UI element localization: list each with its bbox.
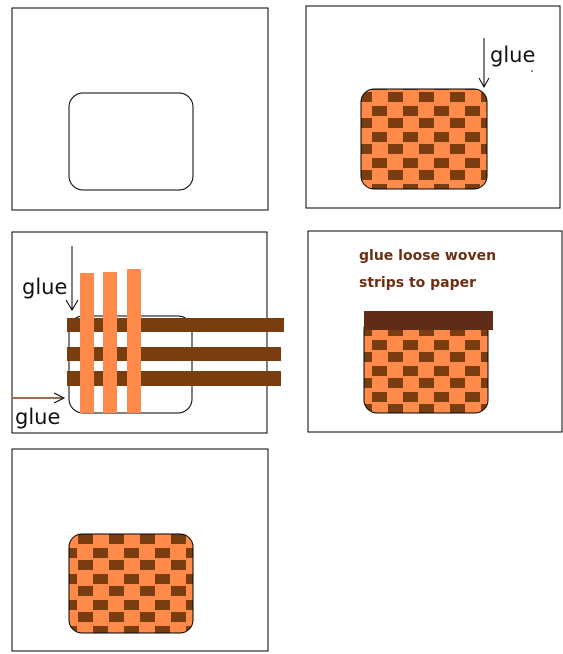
vertical-strip-1: [80, 273, 94, 413]
panel-2-dot: [531, 70, 533, 72]
panel-3: glue glue: [12, 232, 284, 433]
panel-4-top-strip: [364, 311, 493, 330]
glue-label-vertical: glue: [22, 275, 67, 299]
horizontal-strip-3: [67, 371, 281, 386]
panel-5-woven-square: [69, 534, 193, 633]
caption-line-2: strips to paper: [359, 275, 476, 291]
horizontal-strip-2: [67, 347, 281, 361]
glue-label-horizontal: glue: [15, 405, 60, 429]
panel-4-woven-square: [364, 316, 488, 413]
panel-2: glue: [306, 6, 560, 208]
panel-4: glue loose woven strips to paper: [308, 231, 562, 432]
vertical-strip-2: [103, 272, 117, 413]
panel-5: [12, 449, 268, 651]
glue-label-top-right: glue: [490, 43, 535, 67]
panel-2-woven-square: [361, 89, 487, 189]
panel-1-window: [69, 93, 193, 190]
vertical-strip-3: [127, 269, 141, 413]
horizontal-strip-1: [67, 318, 284, 332]
caption-line-1: glue loose woven: [359, 248, 496, 264]
panel-1: [12, 8, 268, 210]
